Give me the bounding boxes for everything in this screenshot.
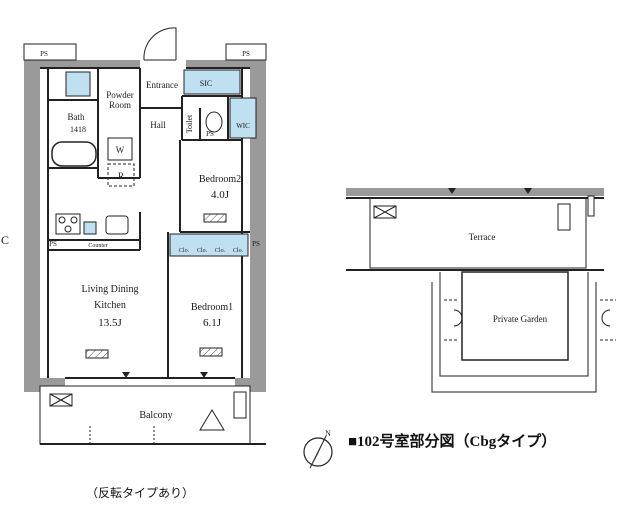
label-clo-4: Clo.: [233, 248, 244, 254]
vent-bedroom1: [199, 347, 223, 357]
terrace-top-wall: [346, 188, 604, 196]
entrance-door-swing: [143, 27, 177, 61]
bathtub: [51, 141, 97, 167]
label-bedroom1-size: 6.1J: [203, 317, 222, 329]
label-counter: Counter: [88, 243, 107, 249]
label-ps-top-right: PS: [242, 50, 250, 58]
fridge-box: [107, 163, 135, 187]
label-living-line1: Living Dining: [82, 284, 139, 295]
label-powder-room-line2: Room: [109, 100, 131, 110]
label-sic: SIC: [200, 79, 212, 88]
powder-sink: [65, 71, 91, 97]
label-terrace: Terrace: [469, 232, 496, 242]
label-fridge: R: [118, 171, 124, 181]
label-ps-kitchen: PS: [49, 240, 57, 248]
terrace-aircon: [557, 203, 571, 231]
label-private-garden: Private Garden: [493, 314, 548, 324]
room-labels: PS PS Powder Room Entrance SIC Bath 1418…: [1, 50, 548, 438]
label-toilet: Toilet: [185, 114, 194, 133]
kitchen-fixture-blue: [83, 221, 97, 235]
label-north: N: [325, 429, 331, 438]
kitchen-sink: [105, 215, 129, 235]
window-arrow-bed1: [200, 372, 208, 378]
emergency-hatch: [199, 409, 225, 431]
label-ps-hall: PS: [206, 130, 214, 138]
label-entrance: Entrance: [146, 80, 178, 90]
north-arrow: [303, 435, 333, 469]
stove: [55, 213, 81, 235]
label-balcony: Balcony: [139, 410, 172, 421]
balcony-area: [39, 385, 266, 445]
label-bath-size: 1418: [70, 125, 86, 134]
label-bedroom1: Bedroom1: [191, 302, 233, 313]
ps-box-top-right: [225, 43, 267, 61]
label-living-line2: Kitchen: [94, 300, 126, 311]
garden-outline: [439, 272, 589, 377]
reverse-type-note: （反転タイプあり）: [86, 486, 195, 500]
label-clo-3: Clo.: [215, 248, 226, 254]
wic-storage: [229, 97, 257, 139]
interior-walls: [40, 67, 250, 379]
aircon-unit: [233, 391, 247, 419]
vent-ldk: [85, 349, 109, 359]
vent-bedroom2: [203, 213, 227, 223]
label-clo-1: Clo.: [179, 248, 190, 254]
label-ps-bedroom1: PS: [252, 240, 260, 248]
closet-strip: [169, 233, 249, 257]
ps-box-top-left: [23, 43, 77, 61]
unit-plan: [23, 27, 267, 445]
label-clo-2: Clo.: [197, 248, 208, 254]
unit-title: ■102号室部分図（Cbgタイプ）: [348, 434, 557, 450]
label-bath: Bath: [68, 112, 85, 122]
terrace-plan: [346, 188, 616, 393]
toilet-fixture: [205, 111, 223, 133]
label-bedroom2-size: 4.0J: [211, 189, 230, 201]
label-ps-top-left: PS: [40, 50, 48, 58]
label-wic: WIC: [236, 122, 250, 130]
window-arrow-ldk: [122, 372, 130, 378]
label-hall: Hall: [150, 120, 166, 130]
label-bedroom2: Bedroom2: [199, 174, 241, 185]
label-washer: W: [116, 145, 125, 155]
label-living-size: 13.5J: [98, 317, 122, 329]
washer-box: [107, 137, 133, 161]
label-powder-room-line1: Powder: [106, 90, 134, 100]
terrace-outline: [369, 197, 587, 269]
label-letter-c: C: [1, 233, 9, 247]
sic-storage: [183, 69, 241, 95]
